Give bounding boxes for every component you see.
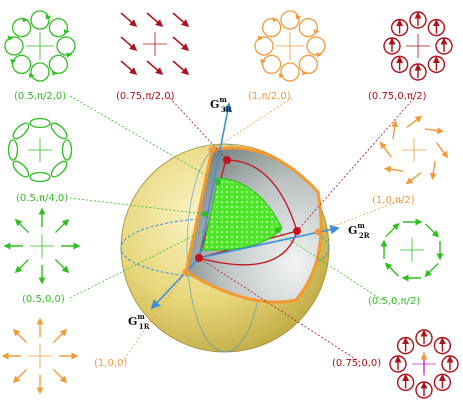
g1-axis	[150, 257, 200, 310]
label-1-pi2-0: (1,π/2,0)	[248, 91, 291, 102]
point-1-0-0	[182, 268, 190, 276]
label-075-pi2-0: (0.75,π/2,0)	[116, 91, 175, 102]
radial-arrows-icon	[1, 317, 79, 395]
point-1-pi2-0	[208, 146, 216, 154]
green-core-region	[202, 177, 283, 251]
label-05-0-pi2: (0.5,0,π/2)	[368, 296, 420, 307]
point-05-pi4-0	[202, 211, 208, 217]
g3-axis	[198, 102, 233, 259]
circular-arrows-ring-icon	[254, 10, 326, 82]
vortex-arrows-icon	[389, 329, 459, 399]
vortex-arrows-icon	[383, 11, 453, 81]
point-05-pi2-0	[215, 179, 221, 185]
radial-arrows-icon	[380, 218, 444, 282]
diagonal-arrow-field-icon	[120, 12, 190, 75]
elliptical-arrows-icon	[7, 117, 73, 183]
label-05-pi2-0: (0.5,π/2,0)	[14, 91, 66, 102]
label-075-0-pi2: (0.75,0,π/2)	[368, 91, 427, 102]
label-05-pi4-0: (0.5,π/4,0)	[16, 193, 68, 204]
label-1-0-pi2: (1,0,π/2)	[372, 195, 415, 206]
radial-arrows-icon	[379, 115, 449, 185]
point-05-0-pi2	[275, 227, 281, 233]
label-075-0-0: (0.75,0,0)	[332, 358, 381, 369]
sphere	[120, 102, 340, 353]
point-075-0-0	[195, 254, 203, 262]
radial-arrows-icon	[3, 207, 81, 285]
label-1-0-0: (1,0,0)	[94, 358, 127, 369]
label-05-0-0: (0.5,0,0)	[22, 294, 65, 305]
circular-arrows-ring-icon	[4, 10, 76, 82]
sphere-equator	[120, 217, 330, 279]
